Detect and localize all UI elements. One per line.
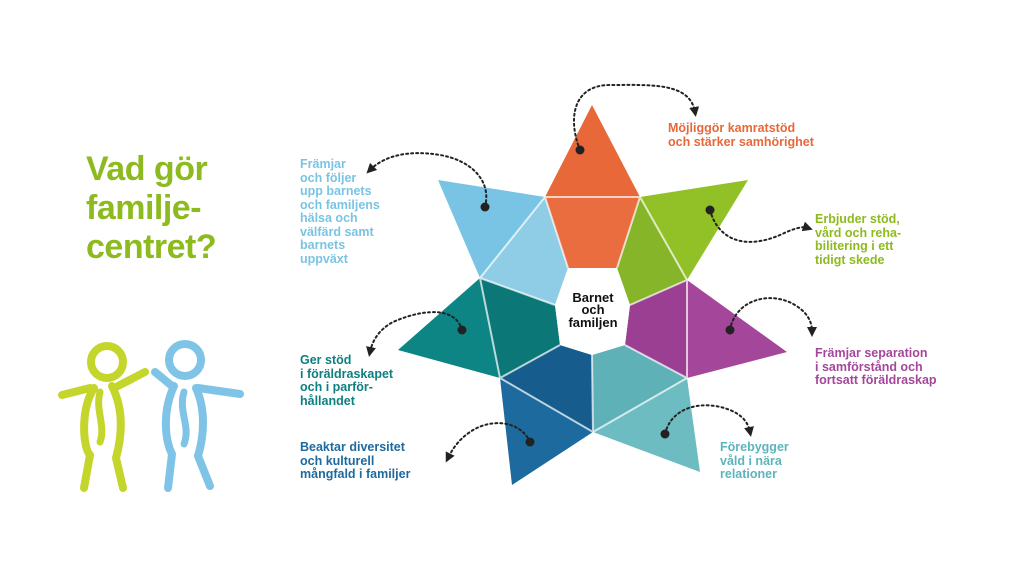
label-lower-right-line-3: fortsatt föräldraskap xyxy=(815,373,937,387)
label-upper-left-line-1: Främjar xyxy=(300,157,346,171)
connector-lower-right xyxy=(729,297,817,337)
label-bottom-right: Förebygger våld i nära relationer xyxy=(720,440,789,482)
title-line-2: familje- xyxy=(86,189,202,227)
label-bottom-left-line-2: och kulturell xyxy=(300,453,375,468)
label-upper-left-line-4: och familjens xyxy=(300,197,380,212)
label-upper-left-line-3: upp barnets xyxy=(300,184,372,198)
label-upper-right-line-1: Erbjuder stöd, xyxy=(815,212,900,226)
center-label-line-2: och xyxy=(581,302,604,317)
label-lower-left: Ger stöd i föräldraskapet och i parför- … xyxy=(300,353,394,408)
center-label-line-3: familjen xyxy=(568,315,617,330)
label-upper-left-line-8: uppväxt xyxy=(300,251,348,266)
star-point-bottom-left xyxy=(500,378,593,485)
title-line-3: centret? xyxy=(86,228,217,266)
label-top-line-2: och stärker samhörighet xyxy=(668,134,814,149)
star-point-upper-left xyxy=(438,180,545,278)
segment-bottom-left xyxy=(500,345,593,432)
label-bottom-right-line-3: relationer xyxy=(720,467,777,481)
label-upper-right-line-4: tidigt skede xyxy=(815,252,885,267)
star-point-lower-right xyxy=(687,280,787,378)
center-label-line-1: Barnet xyxy=(572,290,614,305)
label-lower-left-line-3: och i parför- xyxy=(300,380,373,394)
label-lower-left-line-2: i föräldraskapet xyxy=(300,366,394,381)
label-lower-right-line-2: i samförstånd och xyxy=(815,359,923,374)
label-upper-right: Erbjuder stöd, vård och reha- bilitering… xyxy=(815,212,902,267)
person-right-icon xyxy=(151,340,244,492)
connector-upper-left xyxy=(366,152,488,208)
label-lower-right-line-1: Främjar separation xyxy=(815,346,928,360)
star-point-upper-right xyxy=(640,180,748,280)
star-point-lower-left xyxy=(398,278,500,378)
label-lower-right: Främjar separation i samförstånd och for… xyxy=(815,346,937,388)
page-title: Vad gör familje- centret? xyxy=(86,150,266,267)
person-left-icon xyxy=(58,342,149,492)
label-top-line-1: Möjliggör kamratstöd xyxy=(668,121,796,135)
label-upper-right-line-3: bilitering i ett xyxy=(815,239,894,253)
center-hub xyxy=(555,268,630,355)
label-top: Möjliggör kamratstöd och stärker samhöri… xyxy=(668,121,814,149)
label-bottom-left-line-1: Beaktar diversitet xyxy=(300,440,405,454)
segment-upper-left xyxy=(480,197,568,305)
label-upper-left-line-6: välfärd samt xyxy=(300,224,374,239)
title-line-1: Vad gör xyxy=(86,150,208,188)
connector-lower-left xyxy=(366,311,463,357)
star-point-bottom-right xyxy=(593,378,700,472)
segment-top xyxy=(545,197,640,268)
label-upper-left-line-2: och följer xyxy=(300,170,357,185)
connector-bottom-left xyxy=(445,422,531,463)
label-upper-left-line-7: barnets xyxy=(300,238,346,252)
label-upper-left-line-5: hälsa och xyxy=(300,211,358,225)
label-upper-left: Främjar och följer upp barnets och famil… xyxy=(300,157,380,266)
connector-top xyxy=(573,83,700,151)
segment-lower-left xyxy=(480,278,560,378)
label-bottom-left: Beaktar diversitet och kulturell mångfal… xyxy=(300,440,411,482)
label-bottom-right-line-1: Förebygger xyxy=(720,440,789,454)
label-lower-left-line-1: Ger stöd xyxy=(300,353,352,367)
label-bottom-left-line-3: mångfald i familjer xyxy=(300,467,411,481)
label-lower-left-line-4: hållandet xyxy=(300,393,355,408)
connector-bottom-right xyxy=(664,404,754,437)
label-upper-right-line-2: vård och reha- xyxy=(815,225,902,240)
star-point-top xyxy=(545,105,640,197)
segment-upper-right xyxy=(617,197,687,305)
label-bottom-right-line-2: våld i nära xyxy=(720,453,782,468)
connector-upper-right xyxy=(709,209,813,243)
people-illustration xyxy=(58,340,244,492)
segment-bottom-right xyxy=(592,345,687,432)
segment-lower-right xyxy=(625,280,687,378)
